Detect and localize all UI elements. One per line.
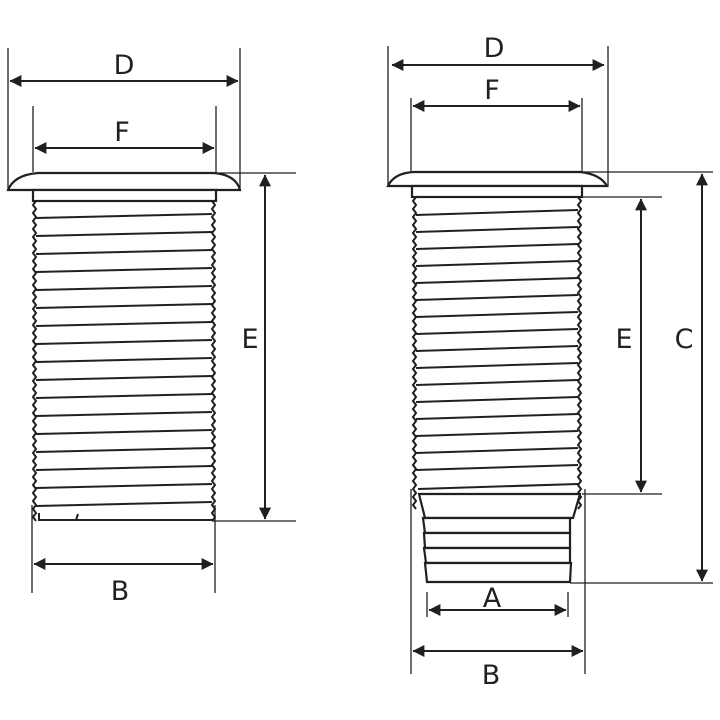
right-hose-tail <box>417 492 582 584</box>
left-label-b: B <box>111 576 130 607</box>
right-label-b: B <box>482 660 501 691</box>
left-label-d: D <box>114 50 135 81</box>
left-threaded-body <box>31 200 217 522</box>
left-label-e: E <box>241 324 258 355</box>
right-label-c: C <box>675 324 694 355</box>
right-label-e: E <box>615 324 632 355</box>
right-threaded-body <box>411 196 583 510</box>
left-label-f: F <box>114 117 130 148</box>
right-fitting: D F <box>386 33 713 691</box>
right-flange <box>386 170 609 188</box>
left-fitting: D F <box>6 48 296 607</box>
right-label-d: D <box>484 33 505 64</box>
left-neck <box>31 188 218 203</box>
right-label-f: F <box>484 75 500 106</box>
left-flange <box>6 171 242 192</box>
right-neck <box>410 184 584 199</box>
right-label-a: A <box>483 583 502 614</box>
